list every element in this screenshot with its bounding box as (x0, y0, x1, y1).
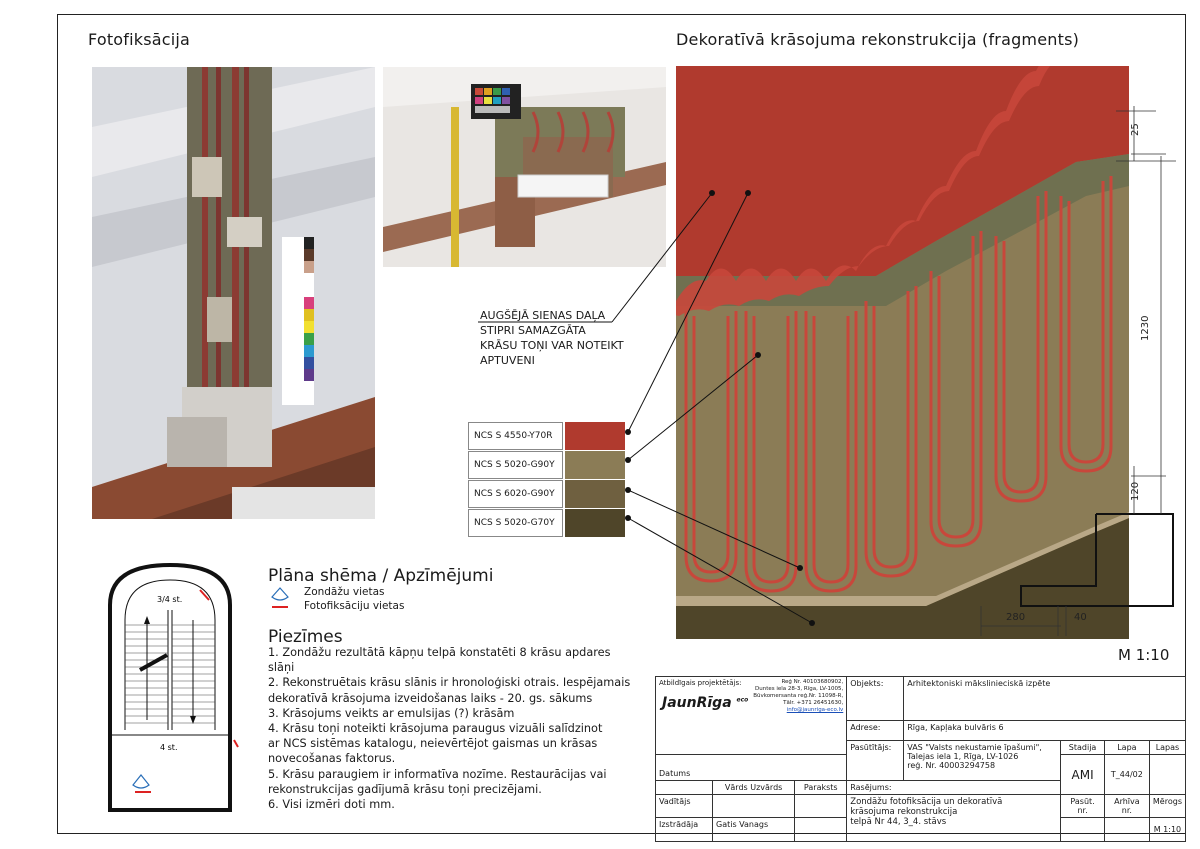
dim-step-w: 280 (1006, 612, 1025, 623)
name-label: Vārds Uzvārds (711, 780, 796, 795)
drawing-frame (57, 14, 1186, 834)
blank-cell (655, 780, 713, 795)
client-cell: VAS "Valsts nekustamie īpašumi", Talejas… (903, 740, 1062, 781)
head-name (711, 794, 796, 818)
drawing-label: Rasējums: (846, 780, 1062, 795)
stage-value: AMI (1060, 754, 1105, 795)
legend-item-photo: Fotofiksāciju vietas (304, 600, 405, 612)
head-label: Vadītājs (655, 794, 713, 818)
ncs-code: NCS S 5020-G70Y (468, 509, 563, 537)
author-label: Izstrādāja (655, 817, 713, 842)
company-reg: Reģ Nr. 40103680902, (781, 679, 844, 685)
client-label: Pasūtītājs: (846, 740, 905, 781)
note-line: rekonstrukcijas gadījumā krāsu toņi prec… (268, 782, 542, 796)
note-line: 3. Krāsojums veikts ar emulsijas (?) krā… (268, 706, 515, 720)
annotation-line: KRĀSU TOŅI VAR NOTEIKT (480, 339, 624, 352)
responsible-label: Atbildīgais projektētājs: (659, 679, 742, 687)
company-logo: JaunRīga eco (662, 695, 748, 711)
wall-annotation: AUGŠĒJĀ SIENAS DAĻA STIPRI SAMAZGĀTA KRĀ… (480, 308, 624, 368)
floor-plan: 3/4 st. 4 st. (108, 562, 239, 812)
ncs-code: NCS S 5020-G90Y (468, 451, 563, 479)
object-value: Arhitektoniski mākslinieciskā izpēte (903, 676, 1186, 721)
note-line: 1. Zondāžu rezultātā kāpņu telpā konstat… (268, 646, 611, 675)
client-reg: reģ. Nr. 40003294758 (907, 761, 996, 770)
probe-icon (271, 587, 289, 608)
archive-value (1103, 817, 1150, 842)
plan-label-upper: 3/4 st. (157, 595, 182, 604)
legend-title: Plāna shēma / Apzīmējumi (268, 566, 494, 586)
note-line: ar NCS sistēmas katalogu, neievērtējot g… (268, 737, 598, 751)
drawing-line: Zondāžu fotofiksācija un dekoratīvā (850, 797, 1003, 807)
note-line: 2. Rekonstruētais krāsu slānis ir hronol… (268, 676, 631, 690)
ncs-code: NCS S 4550-Y70R (468, 422, 563, 450)
annotation-line: APTUVENI (480, 354, 535, 367)
stair-wall-photo (92, 67, 375, 519)
address-value: Rīga, Kapļaka bulvāris 6 (903, 720, 1186, 741)
drawing-line: krāsojuma rekonstrukcija (850, 807, 958, 817)
note-line: novecošanas faktorus. (268, 752, 396, 766)
ncs-swatch (565, 480, 625, 508)
company-email[interactable]: info@jaunriga-eco.lv (786, 707, 844, 713)
sheets-value (1148, 754, 1187, 795)
ncs-code: NCS S 6020-G90Y (468, 480, 563, 508)
author-name: Gatis Vanags (711, 817, 796, 842)
ncs-swatch (565, 451, 625, 479)
scale-label: M 1:10 (1118, 646, 1170, 664)
sheet-label: Lapa (1103, 740, 1150, 755)
company-cell: Atbildīgais projektētājs: JaunRīga eco R… (654, 676, 848, 755)
notes-list: 1. Zondāžu rezultātā kāpņu telpā konstat… (268, 645, 638, 812)
photo-heading: Fotofiksācija (88, 30, 191, 49)
company-tel: Tālr. +371 26451630, (783, 700, 844, 706)
logo-sub: eco (736, 696, 749, 704)
company-addr1: Duntes iela 28-3, Rīga, LV-1005, (755, 686, 844, 692)
order-label: Pasūt. nr. (1060, 794, 1105, 818)
drawing-line: telpā Nr 44, 3_4. stāvs (850, 817, 947, 827)
order-value (1060, 817, 1105, 842)
object-label: Objekts: (846, 676, 905, 721)
address-label: Adrese: (846, 720, 905, 741)
sheets-label: Lapas (1148, 740, 1187, 755)
dim-height: 1230 (1140, 316, 1151, 341)
wall-fragment-photo (383, 67, 666, 267)
company-addr2: Būvkomersanta reģ.Nr. 11098-R, (753, 693, 844, 699)
ncs-swatch (565, 509, 625, 537)
logo-text: JaunRīga (662, 695, 732, 711)
dim-top: 25 (1130, 123, 1141, 136)
scale-value-tb: M 1:10 (1148, 817, 1187, 842)
ncs-swatch (565, 422, 625, 450)
head-sign (794, 794, 848, 818)
archive-label: Arhīva nr. (1103, 794, 1150, 818)
annotation-line: AUGŠĒJĀ SIENAS DAĻA (480, 309, 606, 322)
client-name: VAS "Valsts nekustamie īpašumi", (907, 743, 1042, 752)
author-sign (794, 817, 848, 842)
sheet-value: T_44/02 (1103, 754, 1150, 795)
note-line: 5. Krāsu paraugiem ir informatīva nozīme… (268, 767, 607, 781)
dimension-lines: 25 1230 120 280 40 (980, 106, 1176, 636)
date-spacer: Datums (654, 754, 848, 781)
note-line: 6. Visi izmēri doti mm. (268, 798, 395, 812)
note-line: dekoratīvā krāsojuma izveidošanas laiks … (268, 691, 593, 705)
dim-step-h: 40 (1074, 612, 1087, 623)
dim-base: 120 (1130, 482, 1141, 501)
stage-label: Stadija (1060, 740, 1105, 755)
plan-label-lower: 4 st. (160, 743, 177, 752)
scale-label-tb: Mērogs (1148, 794, 1187, 818)
reconstruction-heading: Dekoratīvā krāsojuma rekonstrukcija (fra… (676, 30, 1080, 49)
date-label: Datums (659, 769, 691, 778)
sign-label: Paraksts (794, 780, 848, 795)
drawing-cell: Zondāžu fotofiksācija un dekoratīvā krās… (846, 794, 1062, 842)
company-info: Reģ Nr. 40103680902, Duntes iela 28-3, R… (753, 679, 843, 714)
title-block: Atbildīgais projektētājs: JaunRīga eco R… (654, 676, 1187, 842)
client-addr: Talejas iela 1, Rīga, LV-1026 (907, 752, 1019, 761)
legend-item-probe: Zondāžu vietas (304, 586, 385, 598)
note-line: 4. Krāsu toņi noteikti krāsojuma paraugu… (268, 722, 603, 736)
annotation-line: STIPRI SAMAZGĀTA (480, 324, 586, 337)
notes-title: Piezīmes (268, 627, 343, 647)
